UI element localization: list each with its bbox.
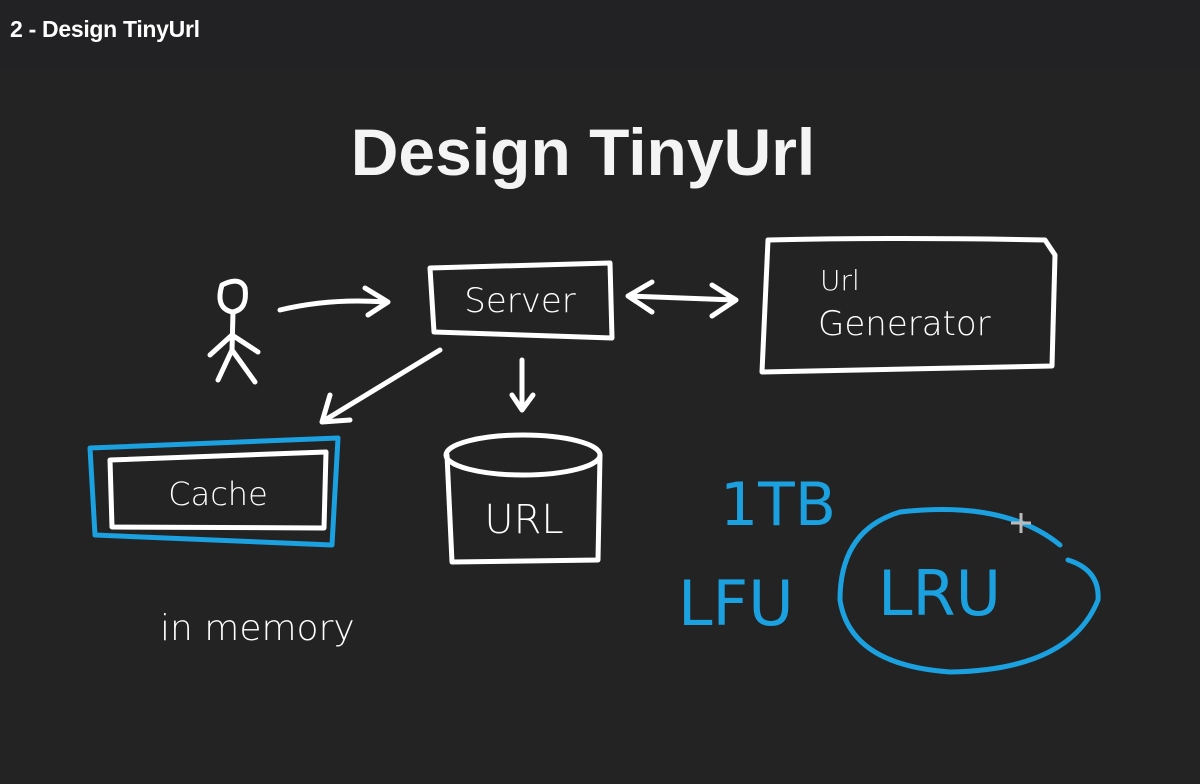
- arrow-server-generator: [625, 279, 739, 319]
- slide-heading: Design TinyUrl: [351, 115, 816, 189]
- whiteboard-slide: [0, 70, 1200, 784]
- server-label: Server: [464, 281, 576, 321]
- url-generator-box: [759, 236, 1058, 375]
- lru-circle: [837, 506, 1101, 675]
- arrow-server-to-database: [509, 357, 536, 413]
- cache-note: in memory: [160, 608, 355, 649]
- video-title: 2 - Design TinyUrl: [10, 16, 200, 42]
- database-cylinder-icon: [443, 432, 603, 565]
- server-box: [427, 260, 615, 341]
- cache-box: [107, 449, 329, 531]
- policy-lfu: LFU: [678, 567, 794, 640]
- url-generator-label-line1: Url: [820, 264, 860, 297]
- cursor-crosshair-icon: [1011, 513, 1031, 533]
- cache-highlight: [87, 435, 341, 548]
- url-generator-label-line2: Generator: [818, 304, 991, 344]
- arrow-user-to-server: [277, 285, 391, 318]
- cache-label: Cache: [168, 475, 268, 513]
- user-stick-figure-icon: [207, 278, 261, 385]
- arrow-server-to-cache: [319, 347, 443, 425]
- storage-size-note: 1TB: [720, 470, 836, 540]
- database-label: URL: [484, 497, 563, 543]
- policy-lru: LRU: [878, 557, 1001, 630]
